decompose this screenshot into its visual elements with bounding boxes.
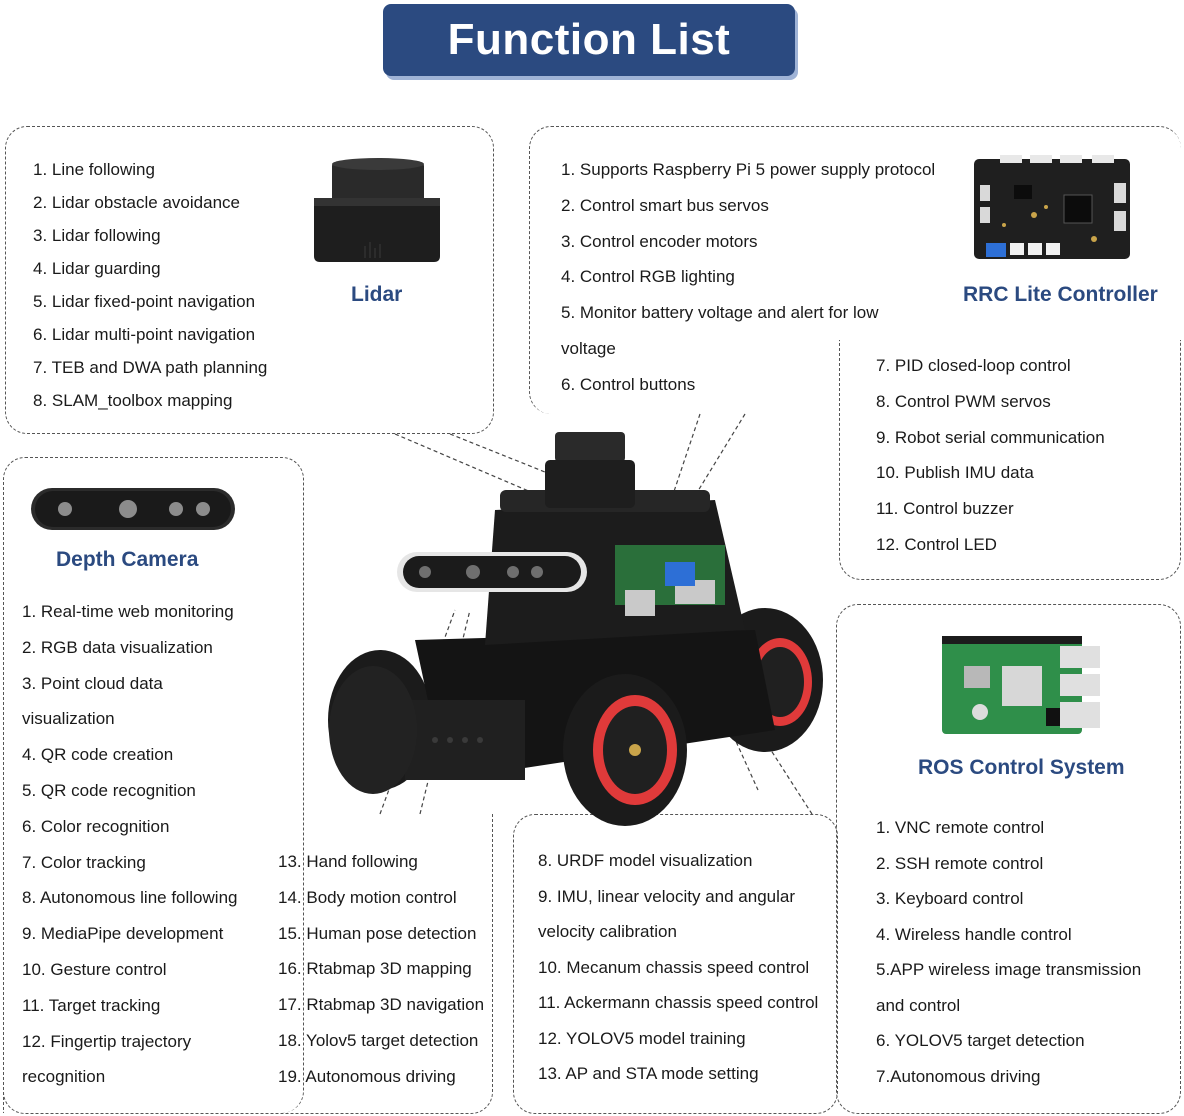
ros-panel <box>836 604 1181 1114</box>
list-item: 7.Autonomous driving <box>876 1066 1041 1086</box>
list-item: 7. TEB and DWA path planning <box>33 358 268 377</box>
camera-heading: Depth Camera <box>56 548 199 571</box>
list-item: 8. Control PWM servos <box>876 391 1051 411</box>
list-item: 11. Ackermann chassis speed control <box>538 993 819 1012</box>
list-item: 10. Mecanum chassis speed control <box>538 957 810 977</box>
camera-list-b: 13. Hand following 14. Body motion contr… <box>278 844 484 1095</box>
list-item: 19. Autonomous driving <box>278 1066 456 1086</box>
list-item: and control <box>876 995 961 1015</box>
list-item: 14. Body motion control <box>278 887 457 907</box>
list-item: voltage <box>561 338 616 358</box>
list-item: 5. Lidar fixed-point navigation <box>33 292 256 311</box>
list-item: 2. RGB data visualization <box>22 637 213 657</box>
page-title: Function List <box>447 15 731 64</box>
list-item: 2. SSH remote control <box>876 853 1044 873</box>
list-item: 11. Control buzzer <box>876 499 1014 519</box>
list-item: recognition <box>22 1067 106 1087</box>
list-item: 1. VNC remote control <box>876 818 1045 837</box>
lidar-panel <box>5 126 494 434</box>
list-item: 7. PID closed-loop control <box>876 356 1071 375</box>
list-item: 9. Robot serial communication <box>876 427 1105 447</box>
controller-heading: RRC Lite Controller <box>963 283 1158 306</box>
list-item: 16. Rtabmap 3D mapping <box>278 959 472 979</box>
raspberry-pi-icon <box>942 636 1100 734</box>
list-item: 5. Monitor battery voltage and alert for… <box>561 303 879 323</box>
list-item: 8. URDF model visualization <box>538 851 753 870</box>
list-item: 2. Control smart bus servos <box>561 195 769 215</box>
list-item: 3. Keyboard control <box>876 889 1024 908</box>
list-item: 12. Control LED <box>876 534 997 554</box>
list-item: 6. Lidar multi-point navigation <box>33 325 256 344</box>
middle-list: 8. URDF model visualization 9. IMU, line… <box>538 843 818 1092</box>
list-item: 13. AP and STA mode setting <box>538 1064 759 1083</box>
list-item: 7. Color tracking <box>22 852 146 872</box>
list-item: 1. Real-time web monitoring <box>22 602 234 621</box>
list-item: 10. Gesture control <box>22 959 167 979</box>
camera-list-a: 1. Real-time web monitoring 2. RGB data … <box>22 594 237 1095</box>
list-item: 9. MediaPipe development <box>22 924 224 944</box>
list-item: 3. Point cloud data <box>22 673 163 693</box>
list-item: 4. QR code creation <box>22 745 174 765</box>
list-item: 5. QR code recognition <box>22 780 196 800</box>
list-item: 12. YOLOV5 model training <box>538 1028 746 1048</box>
list-item: 15. Human pose detection <box>278 923 477 943</box>
camera-panel <box>3 457 304 1113</box>
ros-heading: ROS Control System <box>918 756 1125 779</box>
controller-panel <box>529 126 1181 414</box>
list-item: 1. Supports Raspberry Pi 5 power supply … <box>561 160 936 179</box>
list-item: 6. Color recognition <box>22 816 170 836</box>
list-item: 6. Control buttons <box>561 374 696 394</box>
controller-list-right: 7. PID closed-loop control 8. Control PW… <box>876 348 1105 563</box>
lidar-heading: Lidar <box>351 283 403 306</box>
lidar-icon <box>314 158 440 262</box>
list-item: 9. IMU, linear velocity and angular <box>538 886 796 906</box>
list-item: 2. Lidar obstacle avoidance <box>33 193 240 212</box>
list-item: 13. Hand following <box>278 852 418 871</box>
middle-panel <box>513 814 838 1114</box>
robot-car-icon <box>328 432 823 826</box>
list-item: visualization <box>22 709 115 729</box>
list-item: 4. Wireless handle control <box>876 924 1072 944</box>
list-item: 3. Lidar following <box>33 226 161 245</box>
list-item: 10. Publish IMU data <box>876 463 1034 483</box>
list-item: 3. Control encoder motors <box>561 231 758 251</box>
list-item: 4. Lidar guarding <box>33 259 161 278</box>
controller-board-icon <box>974 155 1130 259</box>
list-item: velocity calibration <box>538 922 677 941</box>
depth-camera-icon <box>31 488 235 530</box>
list-item: 8. SLAM_toolbox mapping <box>33 391 233 410</box>
title-banner: Function List <box>383 4 795 76</box>
lidar-list: 1. Line following 2. Lidar obstacle avoi… <box>33 153 267 417</box>
list-item: 8. Autonomous line following <box>22 888 238 908</box>
list-item: 17. Rtabmap 3D navigation <box>278 995 485 1015</box>
controller-list-left: 1. Supports Raspberry Pi 5 power supply … <box>561 152 935 403</box>
list-item: 11. Target tracking <box>22 995 161 1015</box>
list-item: 12. Fingertip trajectory <box>22 1031 192 1051</box>
list-item: 4. Control RGB lighting <box>561 267 735 287</box>
ros-list: 1. VNC remote control 2. SSH remote cont… <box>876 810 1141 1094</box>
list-item: 6. YOLOV5 target detection <box>876 1031 1085 1050</box>
camera-panel-lower <box>3 814 493 1114</box>
list-item: 5.APP wireless image transmission <box>876 960 1142 979</box>
controller-panel-lower <box>839 340 1181 580</box>
list-item: 18. Yolov5 target detection <box>278 1030 479 1050</box>
list-item: 1. Line following <box>33 160 155 179</box>
